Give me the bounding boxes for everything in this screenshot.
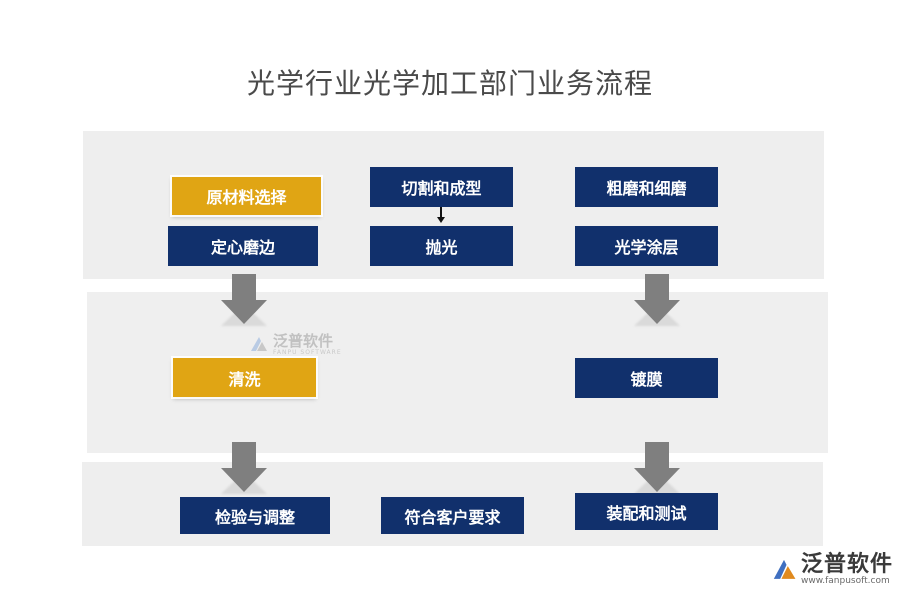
watermark-sub: FANPU SOFTWARE <box>273 348 342 356</box>
box-inspection: 检验与调整 <box>180 497 330 534</box>
corner-watermark-url: www.fanpusoft.com <box>801 576 890 587</box>
corner-watermark-name: 泛普软件 <box>801 552 894 577</box>
flow-arrow-right-1 <box>634 274 680 332</box>
page-title: 光学行业光学加工部门业务流程 <box>246 67 653 100</box>
box-requirements: 符合客户要求 <box>381 497 524 534</box>
box-plating: 镀膜 <box>575 358 718 398</box>
watermark-logo: 泛普软件 FANPU SOFTWARE <box>248 333 342 356</box>
box-cutting: 切割和成型 <box>370 167 513 207</box>
box-coating: 光学涂层 <box>575 226 718 266</box>
flow-arrow-left-1 <box>221 274 267 332</box>
box-assembly: 装配和测试 <box>575 493 718 530</box>
fanpu-logo-icon <box>251 336 267 351</box>
flow-arrow-right-2 <box>634 442 680 500</box>
cutting-to-polishing-arrow <box>437 207 445 223</box>
fanpu-corner-logo-icon <box>773 559 796 579</box>
flow-arrow-left-2 <box>221 442 267 500</box>
box-centering: 定心磨边 <box>168 226 318 266</box>
box-cleaning: 清洗 <box>173 358 316 397</box>
box-polishing: 抛光 <box>370 226 513 266</box>
box-raw-material: 原材料选择 <box>172 177 321 215</box>
corner-watermark: 泛普软件 www.fanpusoft.com <box>770 552 894 587</box>
watermark-name: 泛普软件 <box>273 332 334 350</box>
box-grinding: 粗磨和细磨 <box>575 167 718 207</box>
